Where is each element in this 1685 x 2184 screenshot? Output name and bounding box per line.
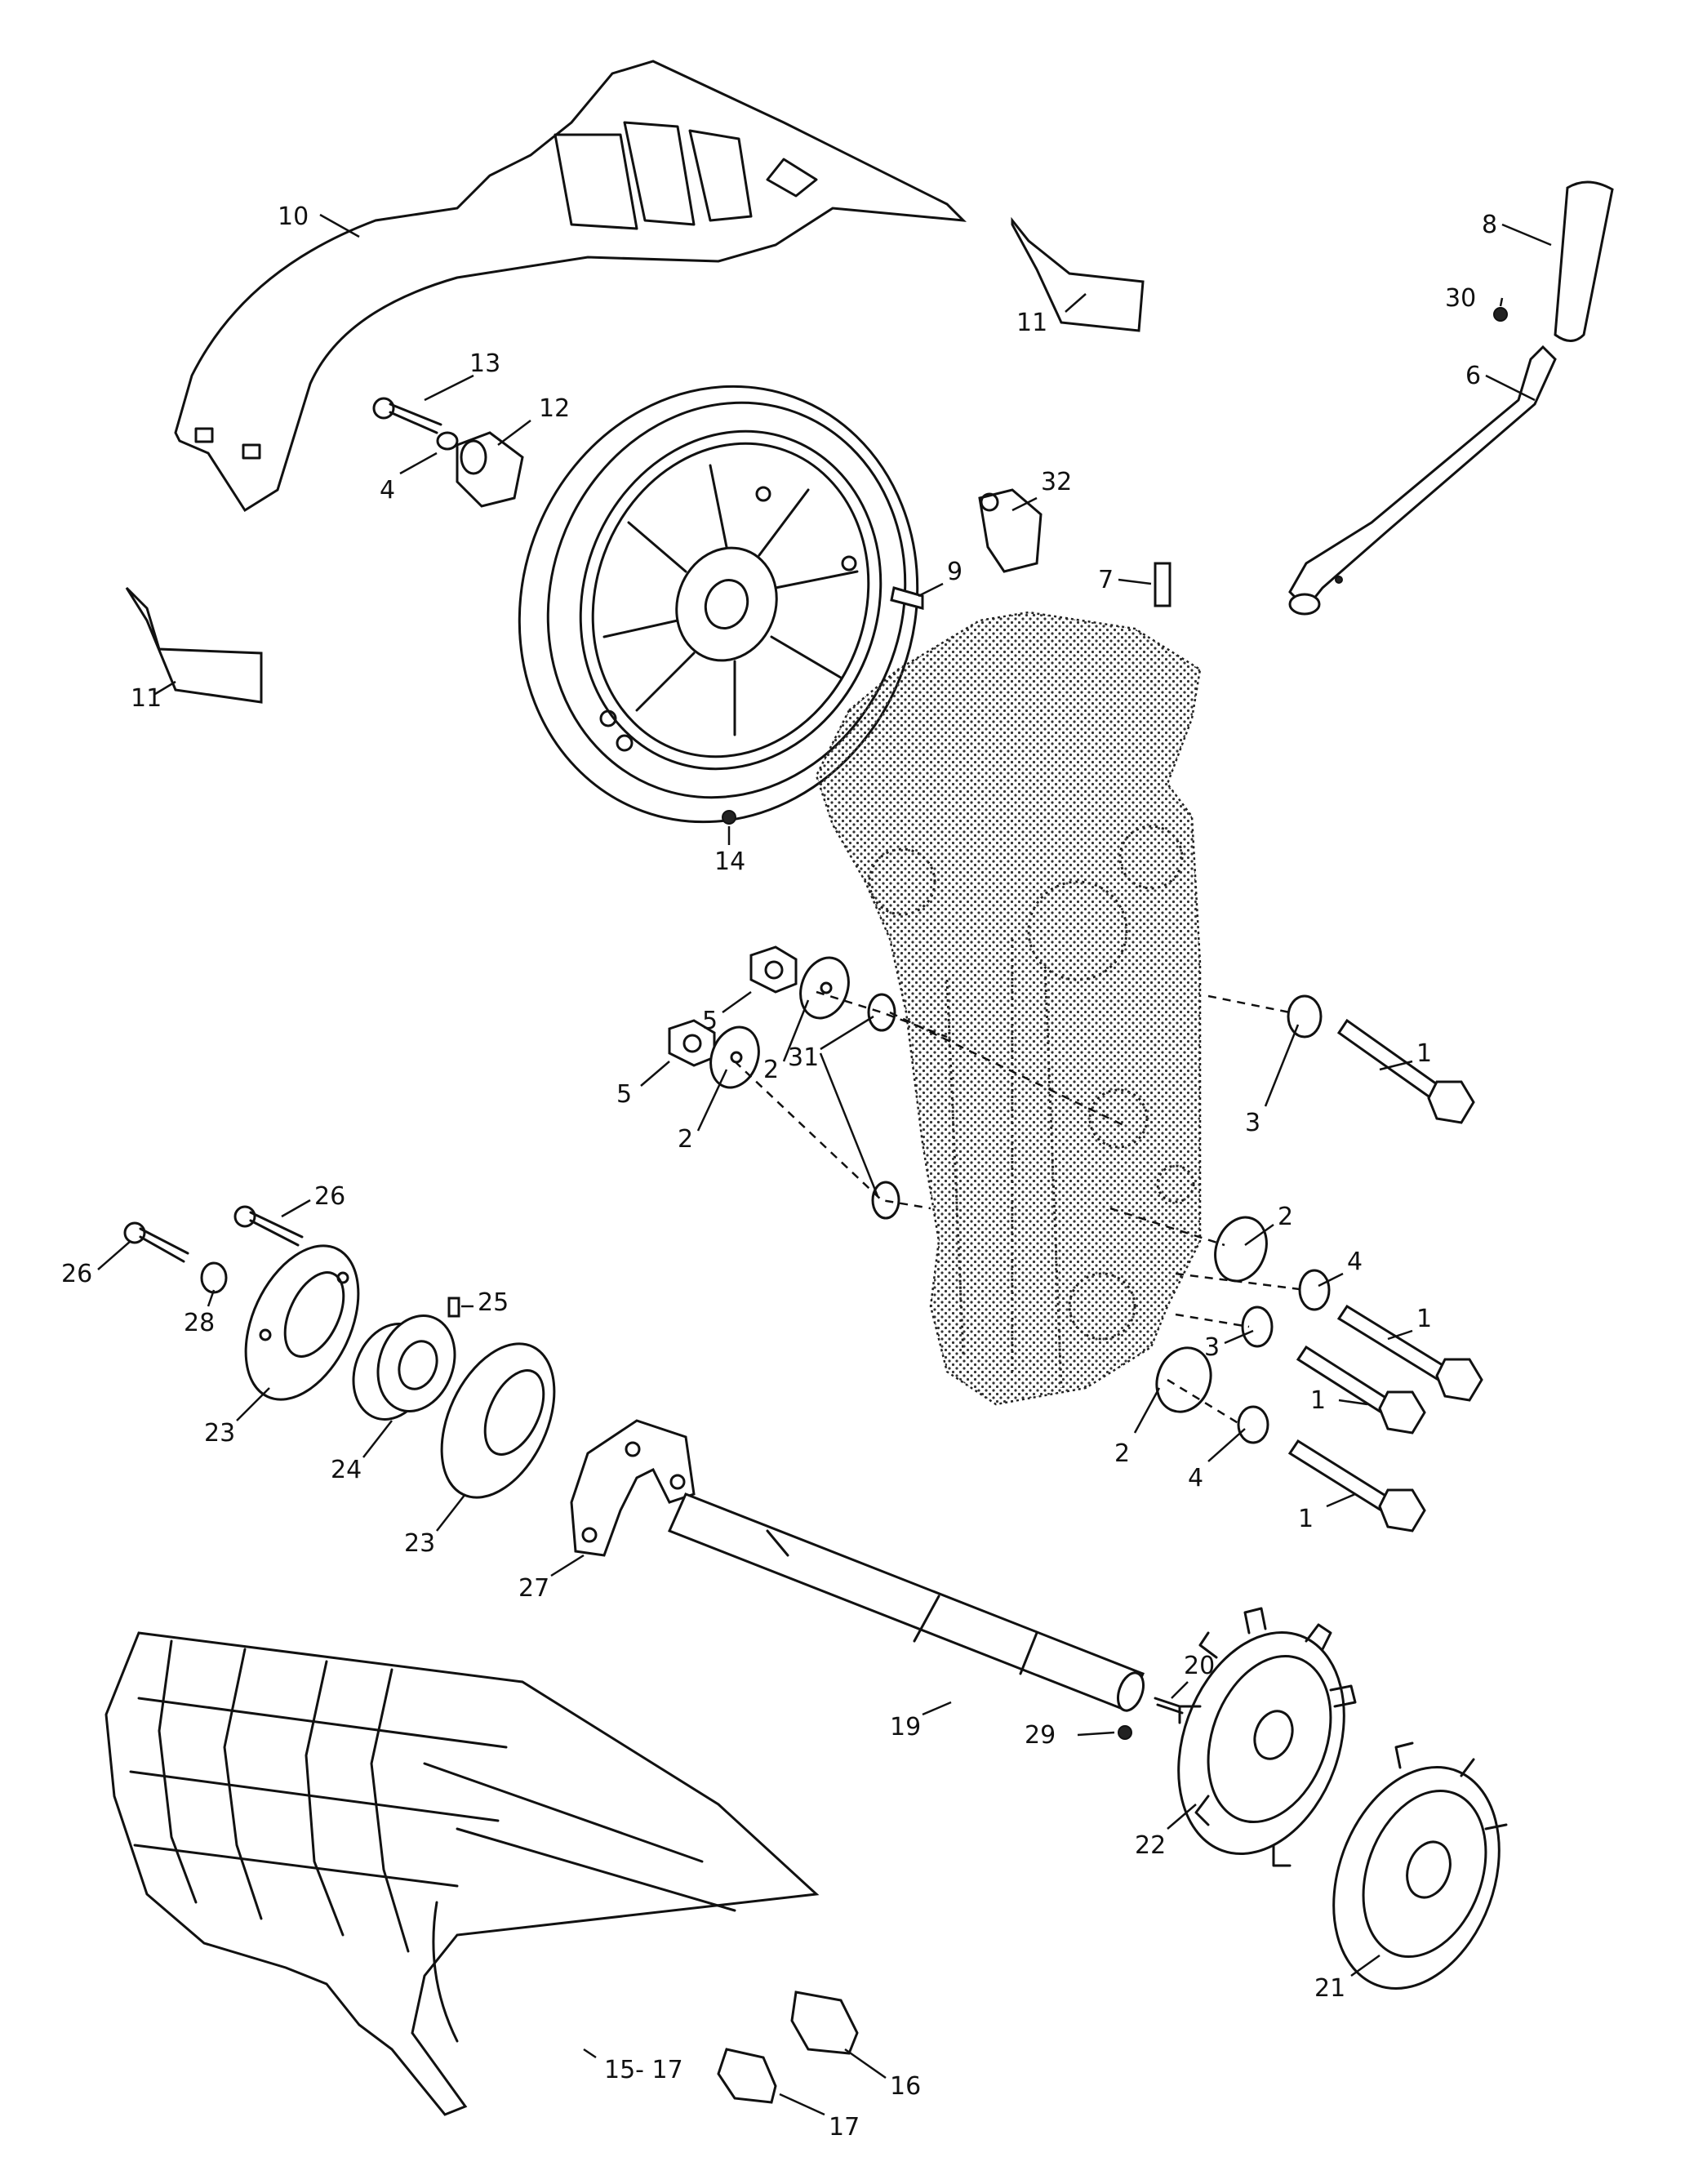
label-30: 30: [1445, 284, 1476, 313]
brake-disc-pulley-wheel: [518, 385, 919, 824]
label-29: 29: [1025, 1721, 1056, 1750]
drive-shaft-part-19: [667, 1492, 1145, 1712]
label-3-lower: 3: [1204, 1333, 1220, 1362]
bolt-part-1-a: [1336, 1018, 1475, 1124]
label-13: 13: [469, 349, 500, 378]
leader-lines: [97, 213, 1552, 2116]
bolt-part-26-right: [233, 1205, 304, 1247]
washer-part-2-right-lower: [1155, 1346, 1212, 1413]
sprocket-part-22: [1177, 1607, 1357, 1867]
label-10: 10: [278, 202, 309, 231]
label-26-upper: 26: [314, 1182, 345, 1211]
nut-part-5-upper: [749, 945, 798, 994]
label-16: 16: [890, 2072, 921, 2101]
nut-part-14: [722, 810, 736, 825]
label-2-right-upper: 2: [1278, 1203, 1293, 1231]
washer-part-31-upper: [867, 993, 896, 1032]
sprocket-part-21: [1332, 1741, 1508, 1991]
bracket-part-32: [978, 488, 1043, 573]
track-part-15: [104, 1631, 820, 2116]
track-clip-part-16: [790, 1991, 859, 2055]
label-17: 17: [829, 2113, 860, 2142]
label-6: 6: [1465, 362, 1481, 390]
label-23-left: 23: [204, 1419, 235, 1448]
bearing-part-24: [352, 1314, 456, 1421]
nut-part-29: [1118, 1725, 1132, 1740]
label-15-17: 15- 17: [604, 2056, 683, 2084]
label-14: 14: [714, 847, 745, 876]
bolt-part-26-left: [123, 1221, 189, 1263]
label-1-d: 1: [1298, 1505, 1314, 1533]
label-24: 24: [331, 1456, 362, 1484]
bolt-part-1-b: [1336, 1304, 1483, 1402]
label-2-lower: 2: [678, 1125, 693, 1154]
guard-part-11-left: [125, 586, 263, 704]
bearing-flange-part-23-right: [440, 1342, 556, 1499]
track-clip-part-17: [717, 2048, 777, 2104]
label-8: 8: [1482, 211, 1497, 239]
washer-part-2-upper: [799, 956, 850, 1020]
bushing-part-12: [456, 431, 524, 508]
label-12: 12: [539, 394, 570, 423]
label-5-upper: 5: [702, 1007, 718, 1035]
label-11-right: 11: [1016, 309, 1047, 337]
label-25: 25: [478, 1288, 509, 1317]
washer-part-3-upper: [1287, 994, 1323, 1039]
label-1-c: 1: [1310, 1386, 1326, 1415]
label-2-right-lower: 2: [1114, 1439, 1130, 1468]
label-23-right: 23: [404, 1529, 435, 1558]
washer-part-28: [200, 1261, 228, 1294]
washer-part-4-lower: [1237, 1405, 1269, 1444]
label-4-lower: 4: [1188, 1464, 1203, 1492]
washer-part-3-lower: [1241, 1306, 1274, 1348]
label-32: 32: [1041, 468, 1072, 496]
bolt-part-1-d: [1287, 1439, 1426, 1532]
label-1-a: 1: [1416, 1039, 1432, 1068]
label-4-top: 4: [380, 476, 395, 505]
bolt-part-1-c: [1296, 1345, 1426, 1435]
label-19: 19: [890, 1713, 921, 1741]
label-9: 9: [947, 558, 963, 586]
bolt-part-13: [372, 397, 459, 451]
handle-grip-part-8: [1554, 180, 1614, 342]
label-11-left: 11: [131, 684, 162, 713]
guard-part-11-right: [1011, 216, 1145, 332]
label-20: 20: [1184, 1652, 1215, 1680]
label-21: 21: [1314, 1974, 1345, 2003]
pin-part-25: [447, 1297, 460, 1318]
label-7: 7: [1098, 566, 1114, 594]
label-5-lower: 5: [616, 1080, 632, 1109]
washer-part-4-upper: [1298, 1269, 1331, 1311]
label-1-b: 1: [1416, 1305, 1432, 1333]
bracket-part-27: [570, 1419, 696, 1557]
label-4-middle: 4: [1347, 1248, 1363, 1276]
label-31: 31: [788, 1043, 819, 1072]
washer-part-2-right-upper: [1214, 1216, 1268, 1283]
label-27: 27: [518, 1574, 549, 1603]
chaincase-housing: [815, 611, 1202, 1406]
part-labels: 10 11 11 8 30 6 13 12 4 32 9 7 14 5 2 31…: [61, 202, 1497, 2142]
reverse-lever-part-6: [1288, 345, 1557, 616]
label-3-upper: 3: [1245, 1109, 1260, 1137]
label-28: 28: [184, 1309, 215, 1337]
chaincase-cover-part-10: [174, 60, 967, 513]
nut-part-30: [1493, 307, 1508, 322]
spring-part-20: [1154, 1697, 1184, 1715]
pin-part-9: [890, 586, 924, 610]
dowel-part-7: [1154, 562, 1171, 607]
label-2-upper: 2: [763, 1056, 779, 1084]
label-26-left: 26: [61, 1260, 92, 1288]
bearing-flange-part-23-left: [244, 1244, 360, 1401]
label-22: 22: [1135, 1831, 1166, 1860]
